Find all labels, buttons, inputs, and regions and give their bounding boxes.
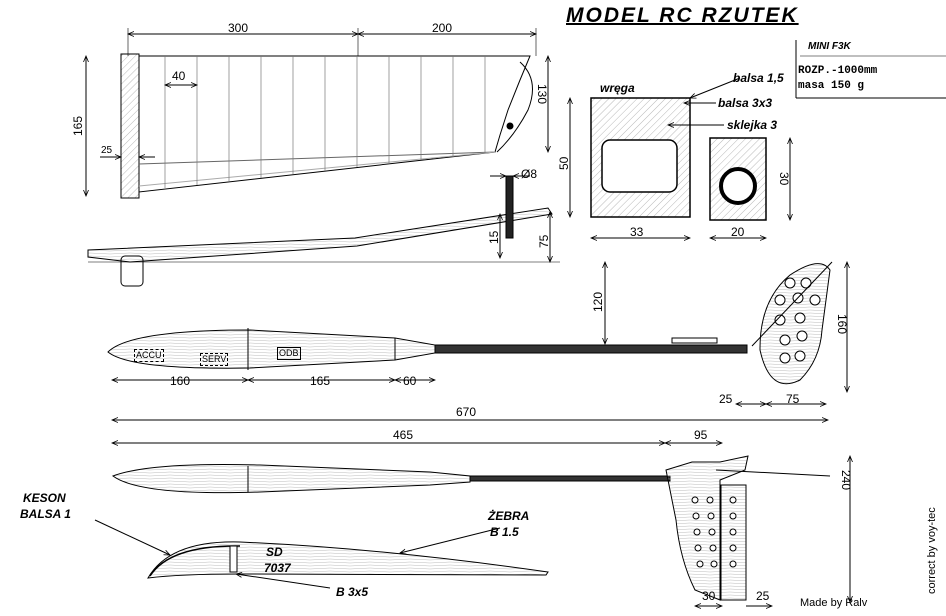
dim-label: 465 (393, 428, 414, 442)
credit-made-by: Made by Ralv (800, 597, 868, 609)
dim-label: 33 (630, 225, 644, 239)
airfoil-section (94, 519, 549, 589)
dim-label: 75 (537, 234, 551, 248)
credit-corrected: correct by voy-tec (926, 507, 938, 594)
dim-label: 25 (756, 589, 770, 603)
dim-label: 670 (456, 405, 477, 419)
dim-label: 75 (786, 392, 800, 406)
dim-label: 240 (839, 470, 853, 491)
dim-label: Ø8 (521, 167, 538, 181)
dim-label: 120 (591, 291, 605, 312)
fuselage-top-view (107, 262, 847, 420)
wing-planform (86, 28, 548, 199)
airfoil-label-sd-num: 7037 (264, 561, 291, 575)
section-label-balsa15: balsa 1,5 (733, 71, 784, 85)
drawing-title: MODEL RC RZUTEK (566, 4, 799, 27)
dim-label: 160 (835, 314, 849, 335)
section-label-sklejka: sklejka 3 (727, 118, 778, 132)
fuselage-label-serv: SERV (200, 353, 229, 366)
dim-label: 50 (557, 156, 571, 170)
dim-label: 165 (310, 374, 331, 388)
dim-label: 300 (228, 21, 249, 35)
dim-label: 95 (694, 428, 708, 442)
airfoil-label-keson-balsa: BALSA 1 (20, 507, 71, 521)
dim-label: 30 (702, 589, 716, 603)
section-label-balsa33: balsa 3x3 (718, 96, 773, 110)
wing-front-view (87, 176, 560, 287)
airfoil-label-spar: B 3x5 (336, 585, 369, 599)
airfoil-label-sd: SD (266, 545, 283, 559)
fuselage-side-view (112, 443, 850, 606)
airfoil-label-keson: KESON (23, 491, 66, 505)
fuselage-sections (570, 40, 946, 238)
fuselage-label-odb: ODB (277, 347, 301, 360)
spec-mass: masa 150 g (798, 80, 865, 92)
dim-label: 160 (170, 374, 191, 388)
dim-label: 20 (731, 225, 745, 239)
fuselage-label-accu: ACCU (134, 349, 164, 362)
dim-label: 30 (777, 172, 791, 186)
section-label-wrega: wręga (600, 81, 635, 95)
dim-label: 40 (172, 69, 186, 83)
dim-label: 60 (403, 374, 417, 388)
dim-label: 130 (535, 84, 549, 105)
spec-span: ROZP.-1000mm (798, 65, 878, 77)
subtitle: MINI F3K (808, 41, 851, 52)
dim-label: 200 (432, 21, 453, 35)
dim-label: 15 (487, 230, 501, 244)
airfoil-label-zebra-b: B 1.5 (490, 525, 519, 539)
dim-label: 25 (719, 392, 733, 406)
dim-label: 25 (101, 145, 113, 156)
airfoil-label-zebra: ŻEBRA (488, 509, 530, 523)
dim-label: 165 (71, 115, 85, 136)
